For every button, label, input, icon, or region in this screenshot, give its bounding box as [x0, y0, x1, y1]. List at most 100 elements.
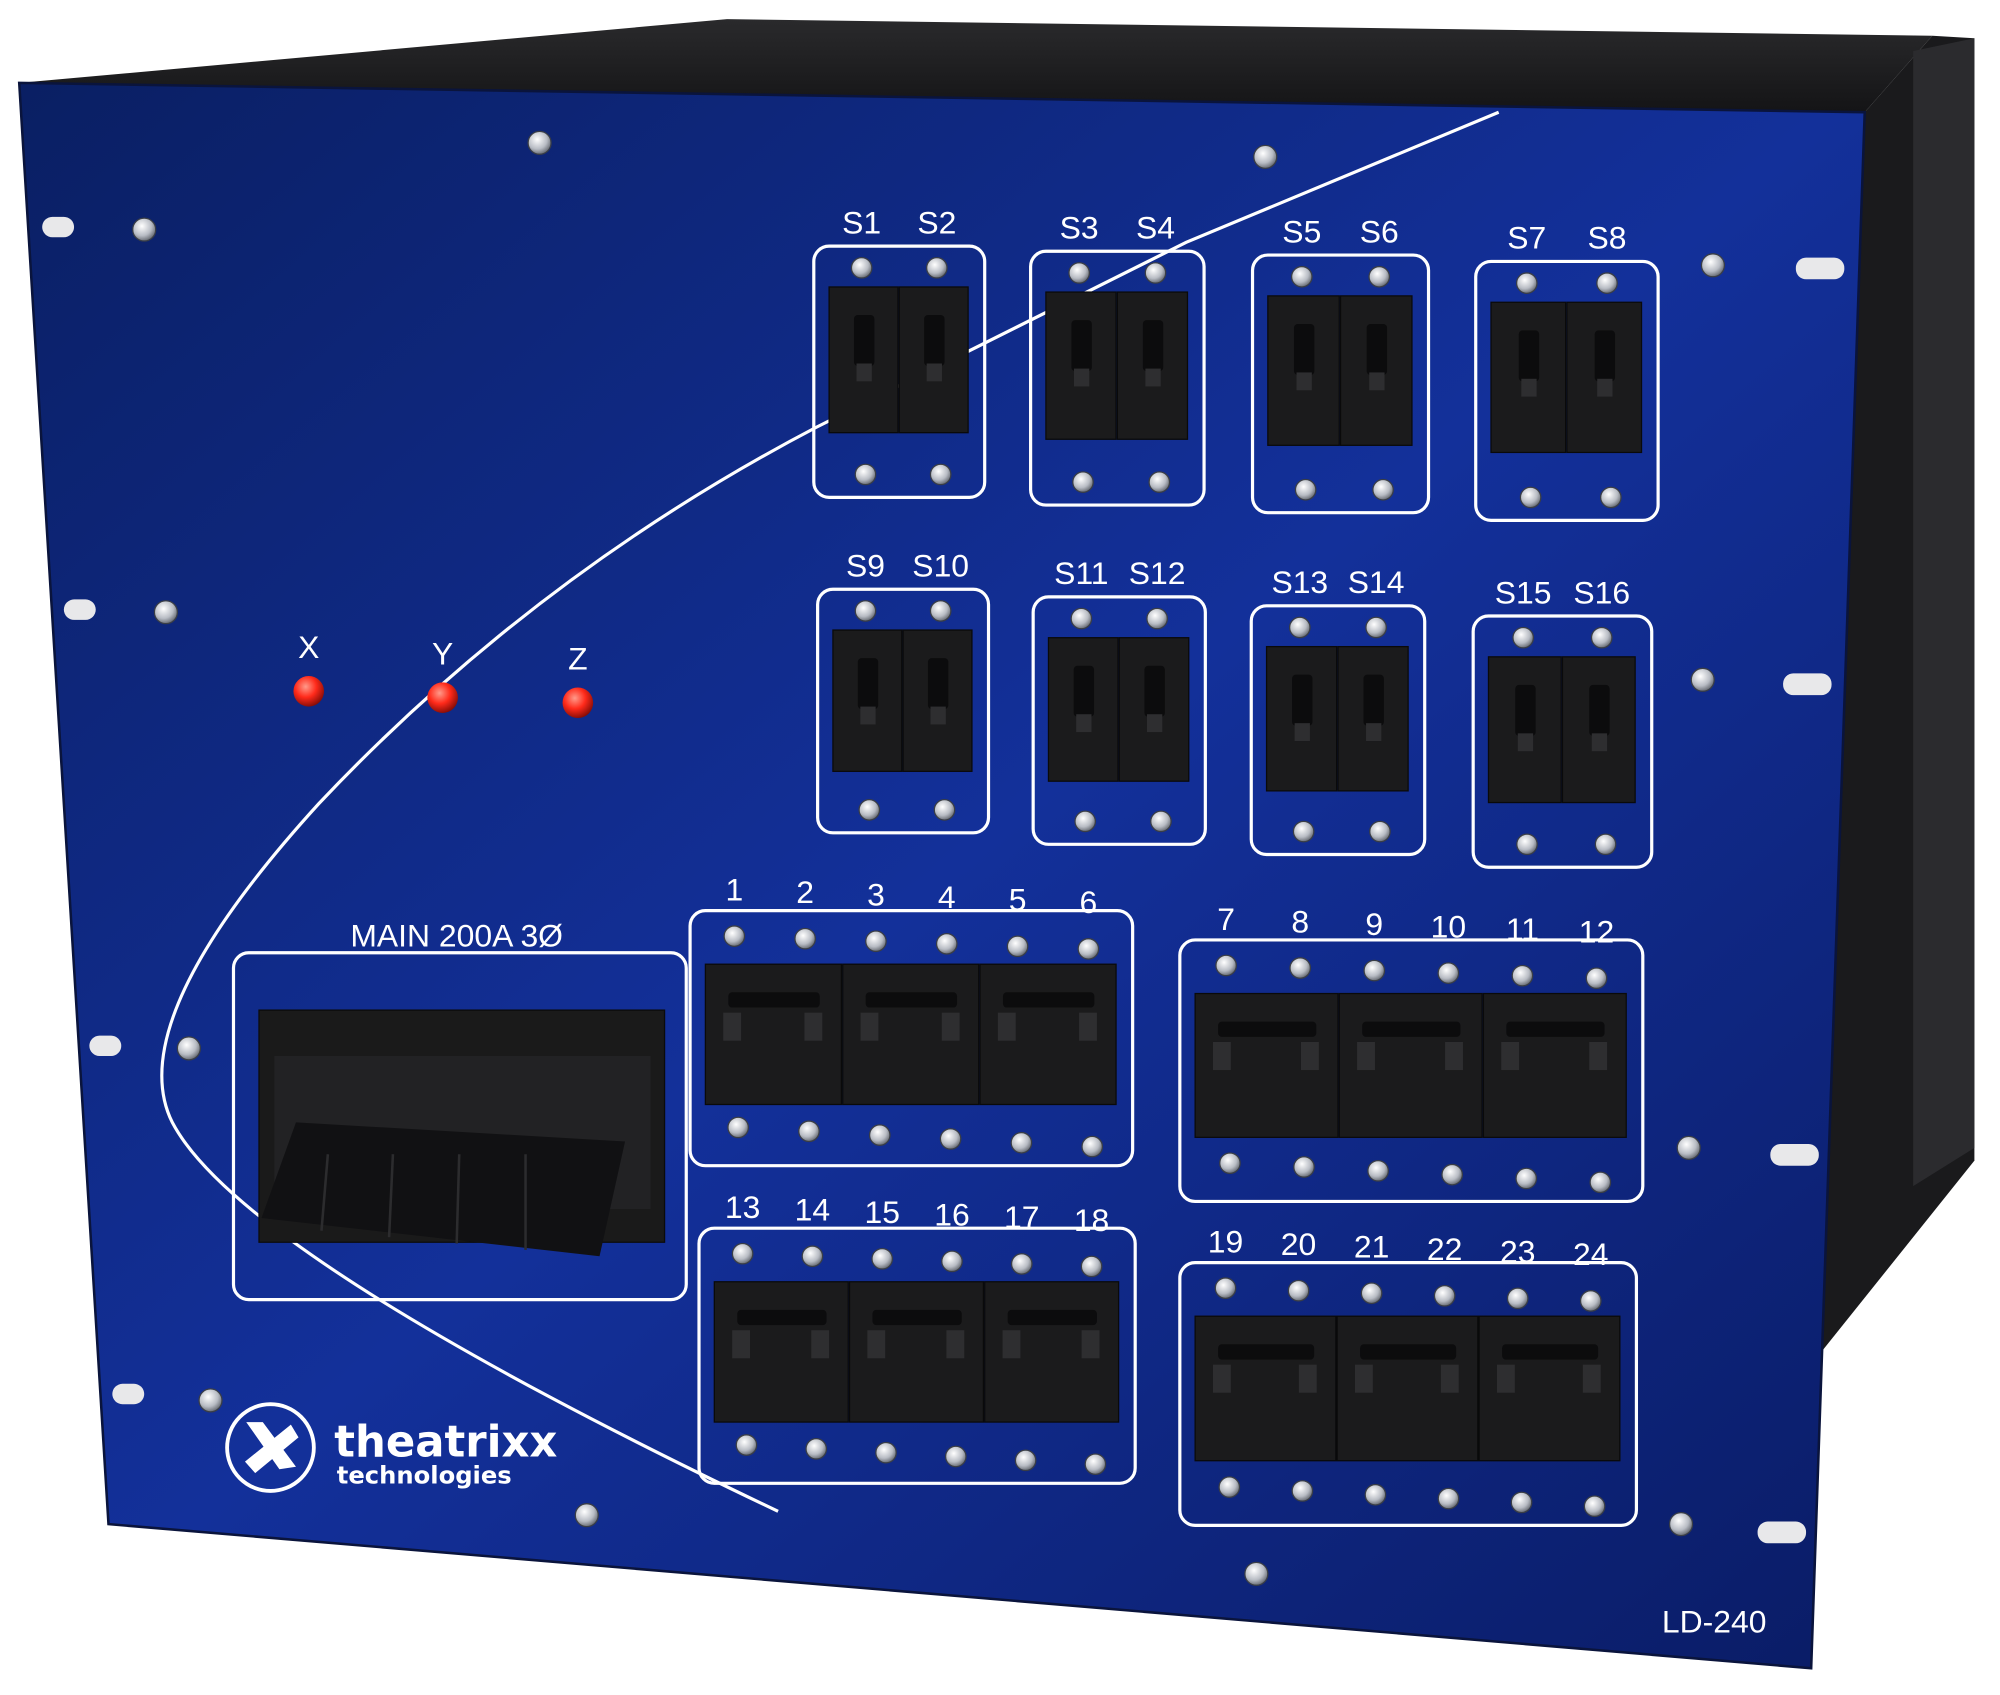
- screw-icon: [1441, 1163, 1464, 1186]
- screw-icon: [1214, 1277, 1237, 1299]
- toggle-handle[interactable]: [1518, 330, 1540, 382]
- three-pole-breaker[interactable]: [1336, 1315, 1479, 1462]
- three-pole-breaker[interactable]: [1194, 1315, 1337, 1462]
- screw-icon: [1146, 607, 1168, 630]
- screw-icon: [1365, 616, 1387, 639]
- switch-breaker[interactable]: [898, 286, 969, 434]
- switch-breaker[interactable]: [1490, 301, 1567, 454]
- switch-breaker[interactable]: [1487, 656, 1562, 804]
- three-pole-breaker[interactable]: [1194, 992, 1339, 1138]
- switch-label: S2: [917, 204, 956, 240]
- toggle-handle[interactable]: [927, 658, 949, 710]
- rack-ear: [1913, 38, 1975, 1187]
- main-breaker-handle[interactable]: [261, 1122, 626, 1257]
- toggle-handle[interactable]: [1144, 665, 1165, 717]
- screw-icon: [929, 600, 952, 622]
- breaker-handle[interactable]: [1002, 992, 1095, 1008]
- circuit-label: 7: [1217, 901, 1235, 937]
- switch-breaker[interactable]: [902, 629, 973, 772]
- three-pole-breaker[interactable]: [848, 1281, 985, 1423]
- switch-pair-module: S11 S12: [1031, 555, 1207, 846]
- breaker-handle[interactable]: [1218, 1344, 1315, 1360]
- toggle-handle[interactable]: [1366, 323, 1388, 375]
- screw-icon: [1290, 265, 1313, 288]
- screw-icon: [875, 1441, 897, 1464]
- screw-icon: [153, 600, 179, 625]
- screw-icon: [854, 600, 877, 622]
- toggle-handle[interactable]: [1594, 330, 1616, 382]
- switch-breaker[interactable]: [1566, 301, 1643, 454]
- toggle-handle[interactable]: [924, 315, 945, 367]
- toggle-handle[interactable]: [1589, 684, 1610, 736]
- switch-breaker[interactable]: [1045, 291, 1117, 440]
- toggle-handle[interactable]: [1515, 684, 1536, 736]
- switch-breaker[interactable]: [828, 286, 899, 434]
- breaker-handle[interactable]: [1007, 1309, 1097, 1326]
- breaker-handle[interactable]: [865, 992, 958, 1008]
- switch-label: S8: [1588, 220, 1627, 256]
- switch-breaker[interactable]: [1267, 295, 1340, 446]
- three-pole-breaker[interactable]: [842, 963, 980, 1106]
- screw-icon: [1077, 938, 1100, 960]
- switch-breaker[interactable]: [832, 629, 903, 772]
- switch-label: S1: [842, 204, 881, 240]
- toggle-handle[interactable]: [1292, 674, 1313, 726]
- screw-icon: [1600, 486, 1622, 509]
- three-pole-breaker[interactable]: [1338, 992, 1483, 1138]
- switch-breaker[interactable]: [1118, 637, 1190, 782]
- three-pole-breaker[interactable]: [1478, 1315, 1621, 1462]
- screw-icon: [1006, 935, 1029, 958]
- toggle-handle[interactable]: [1073, 665, 1095, 717]
- screw-icon: [1589, 1171, 1612, 1194]
- circuit-label: 10: [1431, 908, 1466, 944]
- breaker-handle[interactable]: [1360, 1344, 1457, 1360]
- switch-breaker[interactable]: [1047, 637, 1119, 782]
- screw-icon: [1289, 957, 1312, 979]
- switch-label: S11: [1054, 555, 1108, 591]
- breaker-handle[interactable]: [728, 992, 820, 1008]
- breaker-handle[interactable]: [1506, 1021, 1605, 1037]
- screw-icon: [935, 932, 958, 955]
- breaker-handle[interactable]: [737, 1309, 827, 1326]
- breaker-handle[interactable]: [1218, 1021, 1317, 1037]
- screw-icon: [1364, 1483, 1387, 1506]
- three-pole-breaker[interactable]: [979, 963, 1117, 1106]
- toggle-handle[interactable]: [1071, 320, 1092, 372]
- main-breaker-label: MAIN 200A 3Ø: [350, 917, 563, 953]
- toggle-handle[interactable]: [1363, 674, 1384, 726]
- model-number: LD-240: [1662, 1604, 1767, 1640]
- switch-breaker[interactable]: [1116, 291, 1189, 440]
- screw-icon: [1218, 1476, 1241, 1498]
- screw-icon: [1244, 1561, 1269, 1586]
- three-pole-breaker[interactable]: [704, 963, 843, 1106]
- switch-label: S4: [1136, 209, 1175, 245]
- breaker-handle[interactable]: [1502, 1344, 1599, 1360]
- three-pole-breaker[interactable]: [984, 1281, 1120, 1423]
- switch-breaker[interactable]: [1337, 645, 1409, 792]
- toggle-handle[interactable]: [857, 658, 879, 710]
- logo-x-mark-icon: [225, 1402, 316, 1493]
- breaker-handle[interactable]: [872, 1309, 962, 1326]
- switch-label: S13: [1271, 564, 1328, 600]
- screw-icon: [1690, 667, 1715, 692]
- toggle-handle[interactable]: [1142, 320, 1164, 372]
- breaker-handle[interactable]: [1362, 1021, 1461, 1037]
- toggle-handle[interactable]: [1293, 323, 1315, 375]
- circuit-label: 11: [1506, 911, 1539, 947]
- screw-icon: [1072, 471, 1094, 493]
- screw-icon: [1583, 1495, 1606, 1518]
- three-pole-breaker[interactable]: [1482, 992, 1627, 1138]
- toggle-handle[interactable]: [853, 315, 875, 367]
- three-pole-breaker[interactable]: [713, 1281, 849, 1423]
- switch-label: S12: [1129, 555, 1186, 591]
- screw-icon: [1700, 253, 1726, 278]
- switch-breaker[interactable]: [1265, 645, 1338, 792]
- screw-icon: [1294, 478, 1317, 501]
- screw-icon: [1150, 810, 1172, 833]
- switch-breaker[interactable]: [1561, 656, 1636, 804]
- switch-breaker[interactable]: [1339, 295, 1413, 446]
